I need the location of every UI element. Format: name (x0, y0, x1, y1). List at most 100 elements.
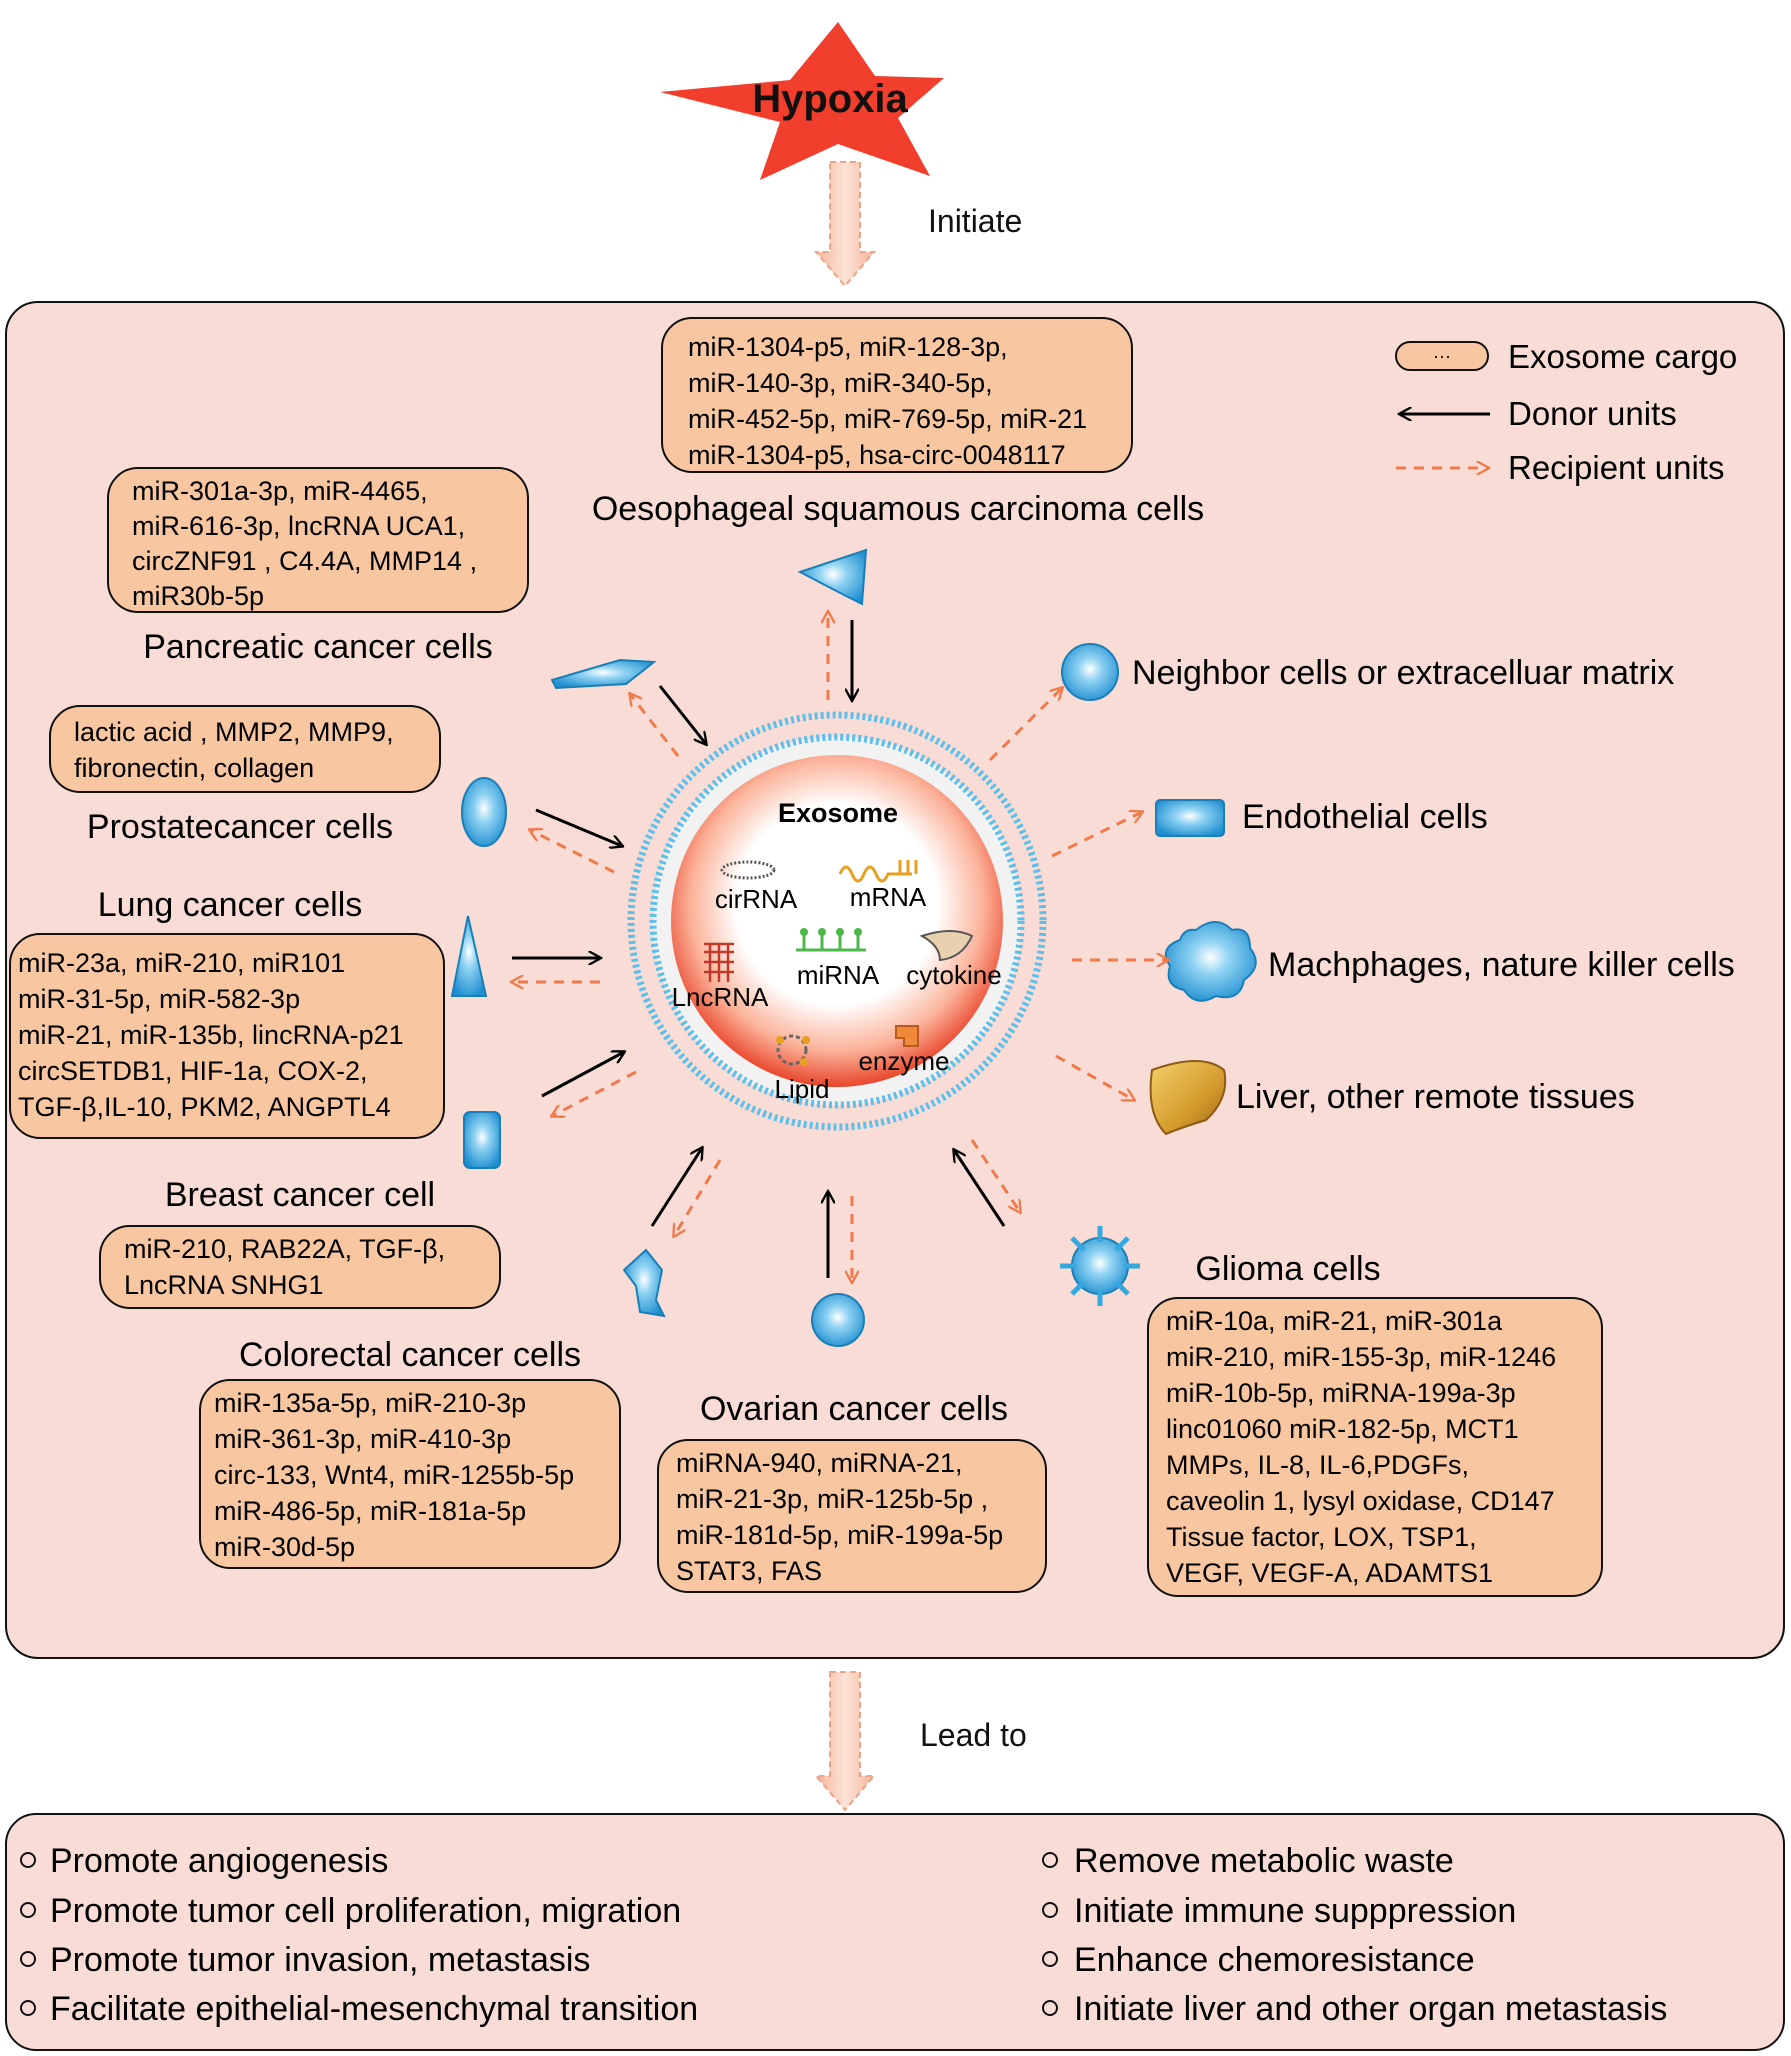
recipient-arrow-liver (1055, 1054, 1134, 1100)
exosome-item-mrna: mRNA (850, 882, 927, 912)
recipient-label-endothelial: Endothelial cells (1242, 798, 1488, 836)
hypoxia-star-icon (660, 22, 944, 180)
liver-icon (1149, 1060, 1227, 1136)
donor-lung: Lung cancer cells miR-23a, miR-210, miR1… (9, 886, 488, 1139)
hypoxia-label: Hypoxia (752, 77, 908, 121)
outcome-panel (5, 1813, 1785, 2051)
cargo-text-glioma: miR-10a, miR-21, miR-301a miR-210, miR-1… (1166, 1306, 1564, 1588)
glioma-cell-icon (1060, 1226, 1140, 1306)
cell-name-colorectal: Colorectal cancer cells (239, 1336, 581, 1374)
cell-name-lung: Lung cancer cells (98, 886, 363, 924)
initiate-arrow: Initiate (813, 161, 1022, 288)
donor-arrow-glioma (954, 1150, 1006, 1227)
cargo-text-pancreatic: miR-301a-3p, miR-4465, miR-616-3p, lncRN… (132, 476, 485, 611)
breast-cell-icon (463, 1111, 501, 1169)
outcome-item: Promote tumor cell proliferation, migrat… (50, 1892, 681, 1930)
recipient-arrow-breast (552, 1070, 637, 1116)
outcome-item: Initiate liver and other organ metastasi… (1074, 1990, 1667, 2028)
hypoxia-trigger: Hypoxia (660, 22, 944, 180)
recipient-arrow-pancreatic (630, 694, 680, 757)
lead-to-arrow: Lead to (813, 1671, 1027, 1812)
cargo-text-oesophageal: miR-1304-p5, miR-128-3p, miR-140-3p, miR… (688, 332, 1095, 470)
legend: ··· Exosome cargo Donor units Recipient … (1395, 338, 1737, 486)
donor-arrow-prostate (535, 808, 622, 846)
cytokine-icon (919, 930, 974, 962)
cell-name-prostate: Prostatecancer cells (87, 808, 393, 846)
cell-name-ovarian: Ovarian cancer cells (700, 1390, 1008, 1428)
cargo-text-colorectal: miR-135a-5p, miR-210-3p miR-361-3p, miR-… (214, 1388, 582, 1562)
mrna-icon (838, 865, 912, 883)
outcome-right-list: Remove metabolic waste Initiate immune s… (1042, 1842, 1667, 2028)
exosome-membrane-outer (627, 711, 1047, 1131)
donor-ovarian: Ovarian cancer cells miRNA-940, miRNA-21… (657, 1293, 1047, 1593)
outcome-item: Remove metabolic waste (1074, 1842, 1454, 1880)
donor-colorectal: Colorectal cancer cells miR-135a-5p, miR… (199, 1248, 666, 1569)
donor-breast: Breast cancer cell miR-210, RAB22A, TGF-… (99, 1111, 501, 1309)
lung-cell-icon (450, 915, 488, 997)
cargo-box-pancreatic (107, 467, 529, 613)
cell-name-oesophageal: Oesophageal squamous carcinoma cells (592, 490, 1204, 528)
legend-donor-label: Donor units (1508, 395, 1677, 432)
mirna-icon (796, 934, 866, 952)
neighbor-cell-icon (1061, 643, 1119, 701)
recipient-neighbor: Neighbor cells or extracelluar matrix (1061, 643, 1674, 701)
recipient-label-liver: Liver, other remote tissues (1236, 1078, 1635, 1116)
cell-name-glioma: Glioma cells (1195, 1250, 1380, 1288)
cargo-text-ovarian: miRNA-940, miRNA-21, miR-21-3p, miR-125b… (676, 1448, 1011, 1586)
donor-arrow-breast (541, 1052, 624, 1098)
exosome-title: Exosome (778, 798, 898, 828)
prostate-cell-icon (461, 777, 507, 847)
cargo-box-oesophageal (661, 317, 1133, 473)
outcome-item: Enhance chemoresistance (1074, 1941, 1475, 1979)
exosome-item-enzyme: enzyme (858, 1046, 949, 1076)
endothelial-cell-icon (1155, 799, 1225, 837)
exosome-item-lipid: Lipid (775, 1074, 830, 1104)
lncrna-icon (704, 942, 734, 982)
cell-name-breast: Breast cancer cell (165, 1176, 435, 1214)
outcome-item: Promote tumor invasion, metastasis (50, 1941, 590, 1979)
cargo-box-prostate (49, 705, 441, 793)
macrophage-cell-icon (1164, 921, 1257, 1002)
oesophageal-cell-icon (797, 548, 868, 606)
donor-arrow-colorectal (650, 1148, 702, 1227)
enzyme-icon (895, 1025, 919, 1047)
lipid-icon (776, 1034, 808, 1066)
recipient-label-neighbor: Neighbor cells or extracelluar matrix (1132, 654, 1674, 692)
legend-recipient-label: Recipient units (1508, 449, 1724, 486)
cell-name-pancreatic: Pancreatic cancer cells (143, 628, 493, 666)
cargo-text-prostate: lactic acid , MMP2, MMP9, fibronectin, c… (74, 717, 401, 783)
outcome-left-list: Promote angiogenesis Promote tumor cell … (20, 1842, 698, 2028)
outcome-item: Initiate immune supppression (1074, 1892, 1516, 1930)
outcome-item: Facilitate epithelial-mesenchymal transi… (50, 1990, 698, 2028)
donor-glioma: Glioma cells miR-10a, miR-21, miR-301a m… (1060, 1226, 1603, 1597)
exosome-core (671, 755, 1003, 1087)
legend-cargo-symbol: ··· (1433, 346, 1451, 366)
donor-arrow-pancreatic (658, 685, 706, 744)
outcome-item: Promote angiogenesis (50, 1842, 388, 1880)
cirrna-icon (720, 860, 776, 880)
pancreatic-cell-icon (550, 658, 657, 690)
exosome: Exosome cirRNA mRNA LncRNA miRNA cytokin… (627, 711, 1047, 1131)
cargo-text-lung: miR-23a, miR-210, miR101 miR-31-5p, miR-… (18, 948, 411, 1122)
recipient-arrow-colorectal (674, 1159, 722, 1236)
recipient-arrow-prostate (530, 830, 615, 874)
recipient-liver: Liver, other remote tissues (1149, 1060, 1635, 1136)
recipient-arrow-glioma (970, 1139, 1020, 1212)
cargo-box-colorectal (199, 1379, 621, 1569)
donor-oesophageal: miR-1304-p5, miR-128-3p, miR-140-3p, miR… (592, 317, 1204, 606)
legend-cargo-swatch (1395, 341, 1489, 371)
cargo-box-ovarian (657, 1439, 1047, 1593)
lead-to-label: Lead to (920, 1717, 1027, 1753)
recipient-macrophage: Machphages, nature killer cells (1164, 921, 1735, 1002)
cargo-box-breast (99, 1225, 501, 1309)
cargo-text-breast: miR-210, RAB22A, TGF-β, LncRNA SNHG1 (124, 1234, 453, 1300)
exosome-item-mirna: miRNA (797, 960, 880, 990)
exosome-item-lncrna: LncRNA (672, 982, 769, 1012)
flow-arrows (512, 612, 1168, 1282)
ovarian-cell-icon (811, 1293, 865, 1347)
exosome-item-cirrna: cirRNA (715, 884, 798, 914)
cargo-box-glioma (1147, 1297, 1603, 1597)
colorectal-cell-icon (622, 1248, 666, 1318)
cargo-box-lung (9, 933, 445, 1139)
recipient-endothelial: Endothelial cells (1155, 798, 1488, 837)
